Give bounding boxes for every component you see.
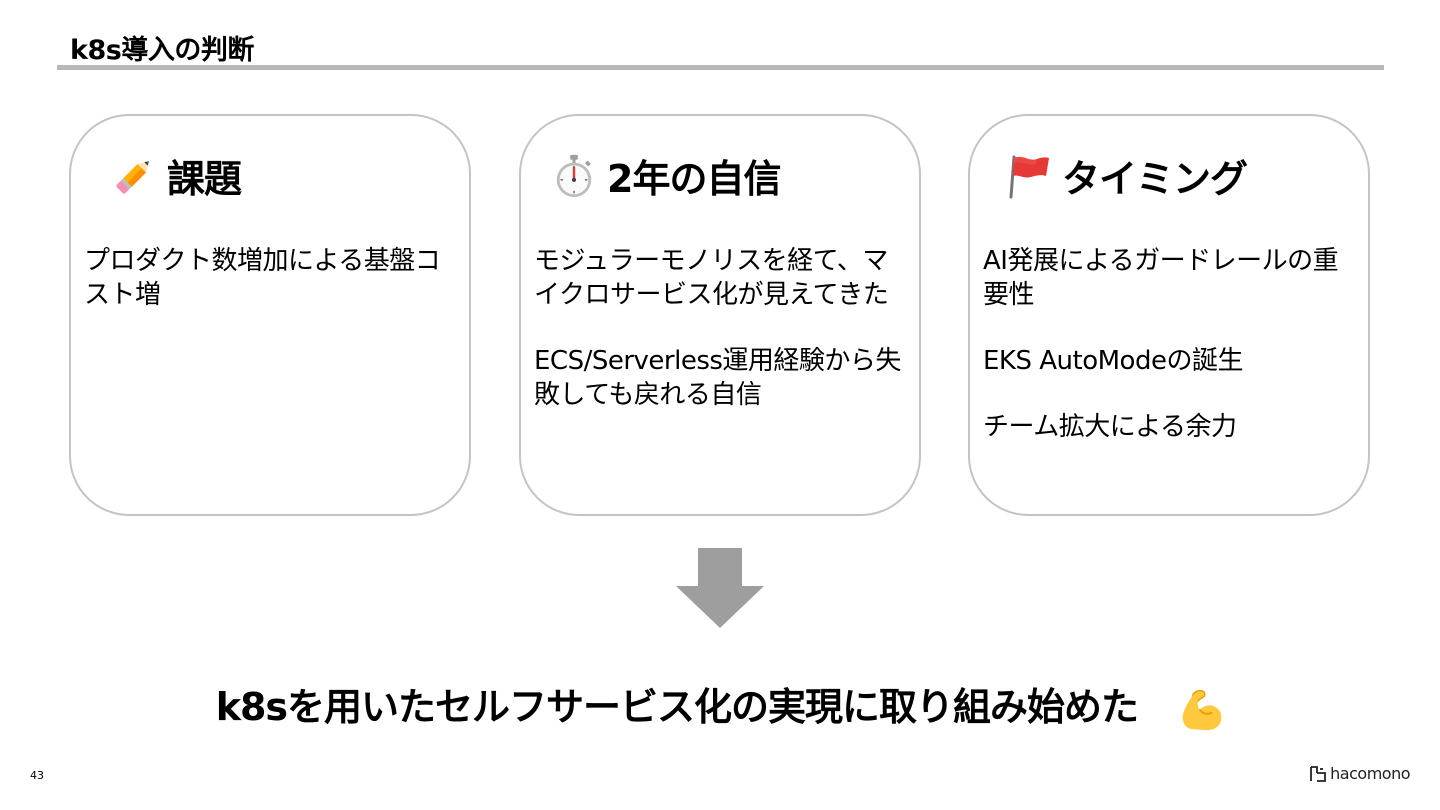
card-header: 課題: [109, 148, 242, 203]
conclusion-statement: k8sを用いたセルフサービス化の実現に取り組み始めた: [0, 676, 1440, 733]
down-arrow-icon: [676, 548, 764, 628]
red-flag-icon: [1004, 151, 1054, 201]
hacomono-logo-icon: [1310, 765, 1327, 782]
card-header: 2年の自信: [549, 148, 781, 203]
card-header: タイミング: [1004, 148, 1248, 203]
card-heading: 2年の自信: [607, 157, 781, 201]
card-body: プロダクト数増加による基盤コスト増: [84, 244, 454, 344]
card-paragraph: プロダクト数増加による基盤コスト増: [84, 246, 441, 310]
slide-title: k8s導入の判断: [70, 35, 254, 66]
card-heading: タイミング: [1062, 157, 1248, 201]
card-paragraph: EKS AutoModeの誕生: [983, 346, 1243, 376]
card-paragraph: モジュラーモノリスを経て、マイクロサービス化が見えてきた: [534, 246, 889, 310]
title-underline: [57, 65, 1384, 70]
stopwatch-icon: [549, 151, 599, 201]
card-paragraph: AI発展によるガードレールの重要性: [983, 246, 1339, 310]
card-challenge: 課題 プロダクト数増加による基盤コスト増: [69, 114, 471, 516]
brand-logo: hacomono: [1309, 764, 1410, 783]
brand-name: hacomono: [1330, 764, 1410, 783]
flexed-biceps-icon: [1182, 689, 1222, 730]
pencil-icon: [109, 151, 159, 201]
conclusion-text: k8sを用いたセルフサービス化の実現に取り組み始めた: [215, 685, 1139, 729]
page-number: 43: [30, 769, 44, 782]
card-body: モジュラーモノリスを経て、マイクロサービス化が見えてきた ECS/Serverl…: [534, 244, 904, 444]
card-body: AI発展によるガードレールの重要性 EKS AutoModeの誕生 チーム拡大に…: [983, 244, 1353, 476]
card-paragraph: ECS/Serverless運用経験から失敗しても戻れる自信: [534, 346, 901, 410]
card-heading: 課題: [167, 157, 242, 201]
card-paragraph: チーム拡大による余力: [983, 412, 1237, 442]
card-timing: タイミング AI発展によるガードレールの重要性 EKS AutoModeの誕生 …: [968, 114, 1370, 516]
card-confidence: 2年の自信 モジュラーモノリスを経て、マイクロサービス化が見えてきた ECS/S…: [519, 114, 921, 516]
